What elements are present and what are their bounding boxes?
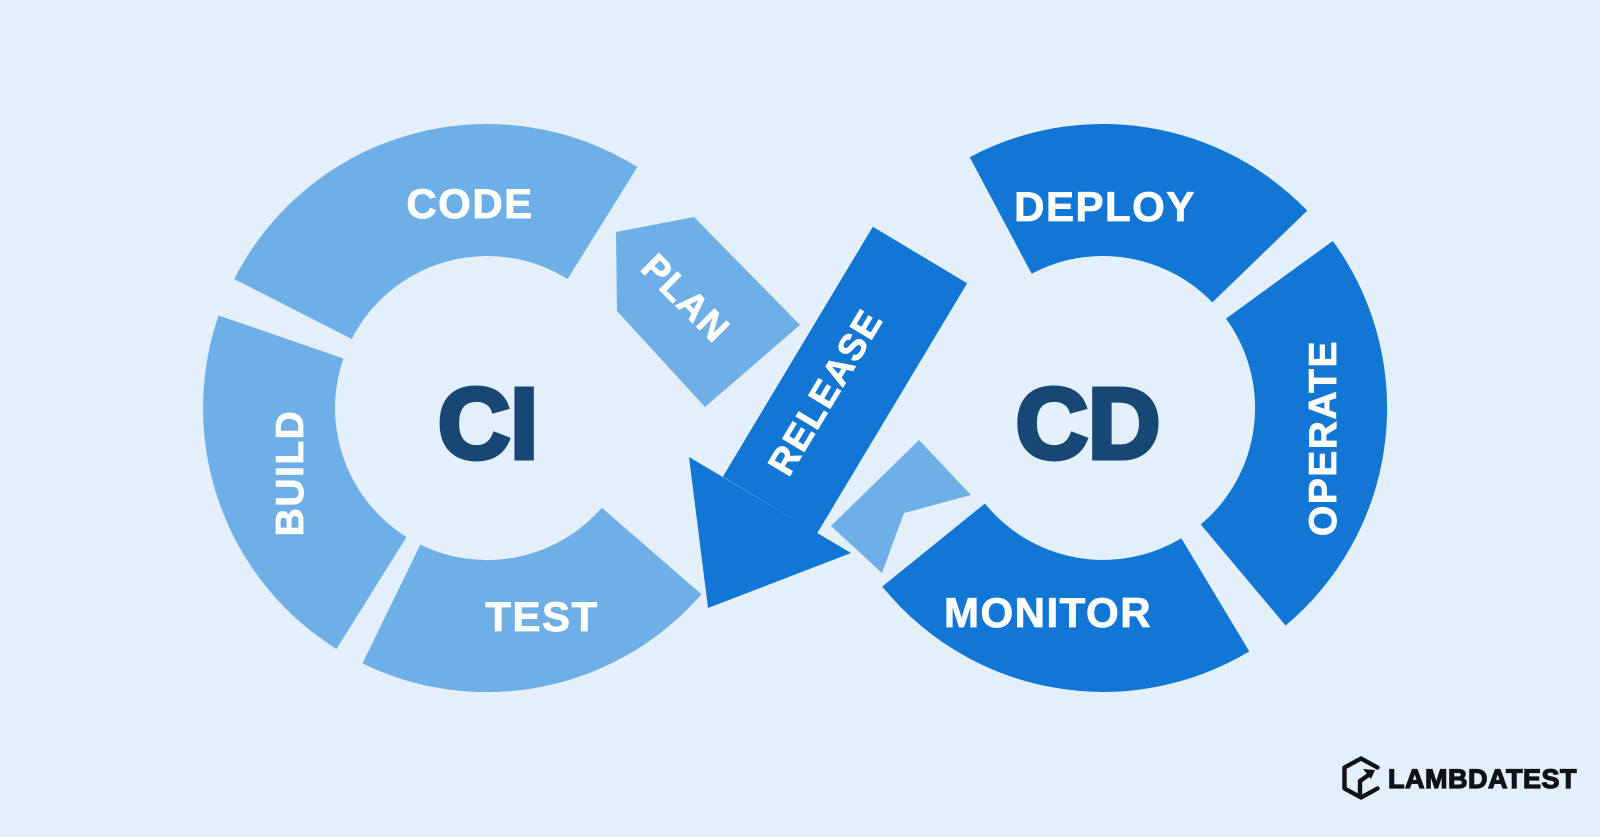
code-label: CODE bbox=[406, 180, 533, 227]
test-arc bbox=[362, 506, 702, 693]
loop-crossover-chevron bbox=[831, 440, 971, 573]
monitor-label: MONITOR bbox=[944, 589, 1152, 636]
release-band bbox=[722, 226, 968, 534]
code-arc bbox=[234, 124, 638, 341]
plan-segment bbox=[616, 217, 800, 407]
operate-label: OPERATE bbox=[1302, 340, 1345, 536]
deploy-arc bbox=[969, 124, 1308, 304]
cd-label: CD bbox=[1016, 368, 1160, 480]
lambdatest-wordmark: LAMBDATEST bbox=[1388, 764, 1577, 794]
deploy-label: DEPLOY bbox=[1014, 183, 1196, 230]
lambdatest-logo: LAMBDATEST bbox=[1342, 756, 1577, 800]
test-label: TEST bbox=[485, 593, 598, 640]
ci-label: CI bbox=[438, 368, 538, 480]
monitor-arc bbox=[882, 502, 1250, 692]
build-label: BUILD bbox=[269, 410, 312, 537]
release-arrowhead bbox=[689, 457, 851, 608]
lambdatest-icon bbox=[1342, 756, 1380, 800]
operate-arc bbox=[1199, 241, 1388, 626]
build-arc bbox=[203, 315, 408, 649]
